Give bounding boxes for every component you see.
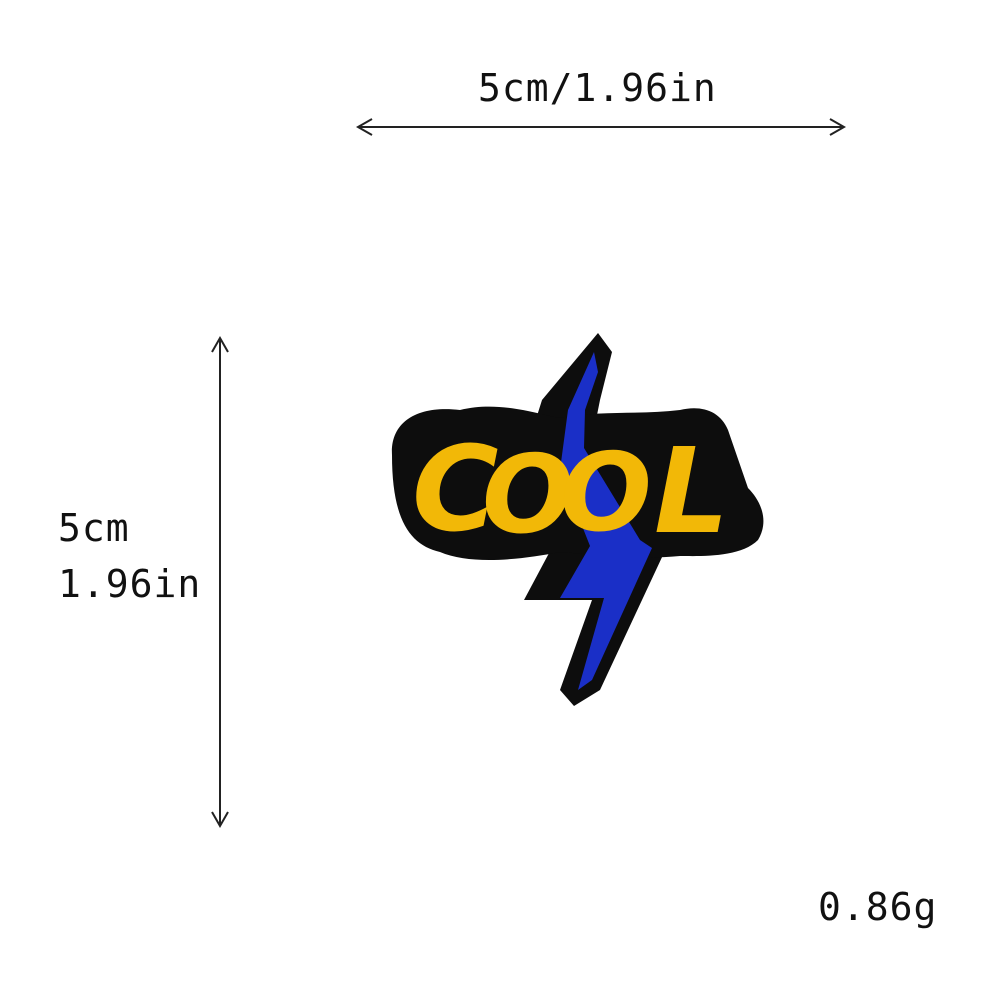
letter-l: L bbox=[654, 422, 729, 560]
width-arrow bbox=[355, 118, 847, 136]
letter-c: C bbox=[412, 420, 499, 558]
weight-label: 0.86g bbox=[818, 885, 938, 929]
letter-o1: O bbox=[482, 433, 574, 558]
height-arrow bbox=[211, 335, 229, 829]
height-label-in: 1.96in bbox=[58, 562, 202, 606]
letter-o2: O bbox=[560, 431, 652, 556]
height-label-cm: 5cm bbox=[58, 506, 130, 550]
cool-patch-image: C O O L bbox=[391, 333, 764, 706]
width-label: 5cm/1.96in bbox=[478, 66, 717, 110]
lightning-bolt bbox=[560, 352, 652, 690]
cool-lettering: C O O L bbox=[412, 420, 729, 560]
